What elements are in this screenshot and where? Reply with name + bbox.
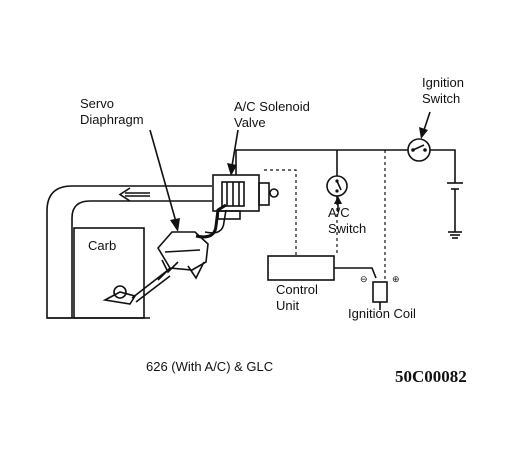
ignition-switch <box>407 138 431 162</box>
ac-solenoid-valve <box>212 174 279 220</box>
servo-diaphragm-label-1: Servo <box>80 96 114 111</box>
ac-switch-label-2: Switch <box>328 221 366 236</box>
carb-label: Carb <box>88 238 116 253</box>
throttle-linkage <box>102 269 171 305</box>
ignition-coil-label: Ignition Coil <box>348 306 416 321</box>
ac-solenoid-label-1: A/C Solenoid <box>234 99 310 114</box>
servo-diaphragm-label-2: Diaphragm <box>80 112 144 127</box>
control-unit-label-1: Control <box>276 282 318 297</box>
intake-duct <box>46 185 212 319</box>
diagram-caption: 626 (With A/C) & GLC <box>146 359 273 374</box>
ignition-switch-label-2: Switch <box>422 91 460 106</box>
control-unit-label-2: Unit <box>276 298 300 313</box>
ignition-switch-label-1: Ignition <box>422 75 464 90</box>
ac-solenoid-label-2: Valve <box>234 115 266 130</box>
servo-diaphragm <box>157 231 209 281</box>
leader-arrows <box>149 111 431 232</box>
carb: Carb <box>73 227 145 319</box>
vacuum-hose <box>195 203 227 239</box>
coil-plus-terminal: ⊕ <box>392 274 400 284</box>
flow-arrow <box>118 187 150 202</box>
figure-code: 50C00082 <box>395 367 467 386</box>
ac-switch <box>326 175 348 197</box>
ignition-coil: ⊖ ⊕ <box>360 274 400 310</box>
control-unit <box>267 255 335 281</box>
coil-minus-terminal: ⊖ <box>360 274 368 284</box>
ac-switch-label-1: A/C <box>328 205 350 220</box>
